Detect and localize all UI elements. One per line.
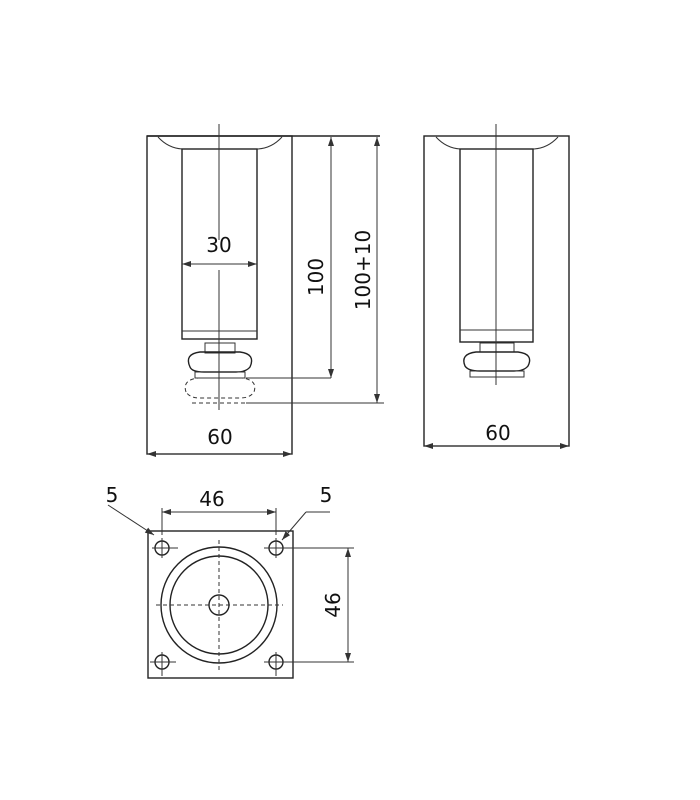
side-view <box>423 124 570 449</box>
mount-holes <box>150 538 290 676</box>
dim-front-width: 60 <box>207 425 232 449</box>
front-view <box>146 124 384 457</box>
dim-height-adjust: 100+10 <box>351 230 375 310</box>
dim-hole-right: 5 <box>320 483 333 507</box>
dim-side-width: 60 <box>485 421 510 445</box>
dim-tube-diameter: 30 <box>206 233 231 257</box>
dim-hole-spacing-y: 46 <box>321 592 345 617</box>
dim-hole-spacing-x: 46 <box>199 487 224 511</box>
dim-hole-left: 5 <box>106 483 119 507</box>
top-view <box>107 504 354 679</box>
dim-height: 100 <box>304 258 328 296</box>
